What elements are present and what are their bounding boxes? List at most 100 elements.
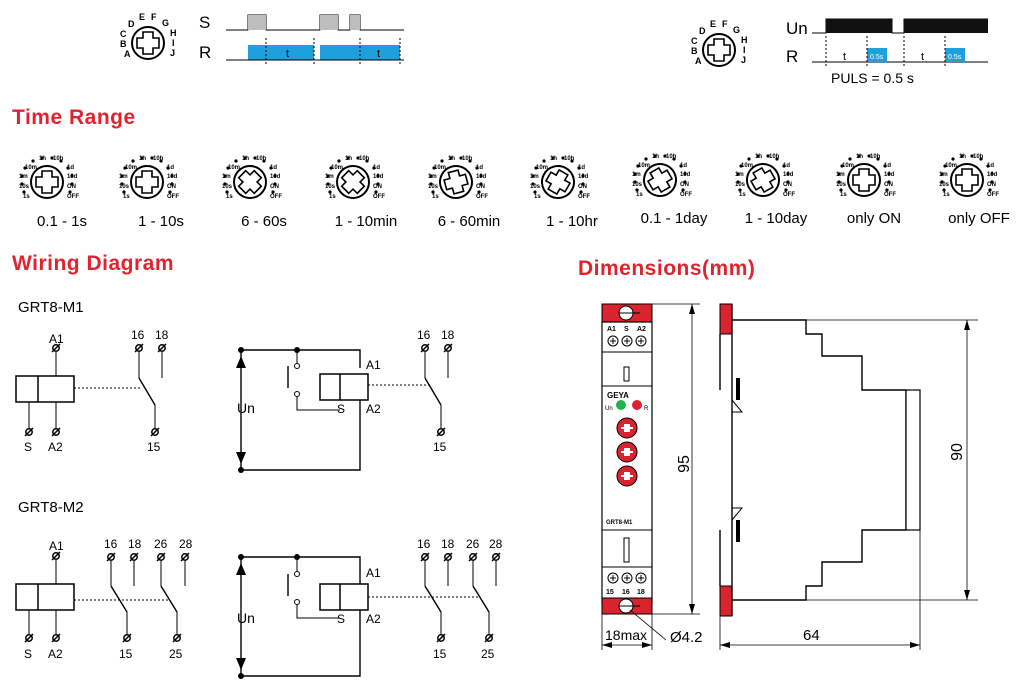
dial-letter: I	[743, 45, 746, 55]
terminal-s-label: S	[337, 402, 345, 416]
dial-scale-label: 10h	[973, 154, 984, 160]
bottom-terminal-label: 18	[637, 589, 645, 596]
timing-diagram-left: A B C D E F G H I J S R t t	[120, 12, 404, 64]
dial-scale-label: 1m	[939, 172, 948, 178]
dial-scale-label: 10m	[434, 165, 446, 171]
dial-scale-label: 10d	[373, 174, 384, 180]
dial-letter: C	[120, 29, 127, 39]
dial-scale-label: 10d	[987, 172, 998, 178]
dial-letter: B	[691, 46, 698, 56]
r-output-bar	[248, 45, 314, 60]
dimensions-heading: Dimensions(mm)	[578, 257, 756, 280]
dial-scale-label: 10s	[325, 184, 336, 190]
dial-scale-label: 10s	[735, 182, 746, 188]
dial-letter: G	[162, 18, 169, 28]
dim-64: 64	[803, 627, 820, 644]
pulse-value: 0.5s	[948, 54, 962, 61]
dial-scale-label: 10m	[536, 165, 548, 171]
model-label-m2: GRT8-M2	[18, 499, 84, 516]
s-pulse	[248, 15, 266, 30]
dial-scale-label: 1d	[67, 165, 74, 171]
dial-letter: J	[741, 55, 746, 65]
dial-letter: H	[741, 35, 748, 45]
dial-scale-label: ON	[783, 182, 792, 188]
terminal-15-label: 15	[119, 647, 133, 661]
dial-scale-label: 10m	[125, 165, 137, 171]
terminal-a2-label: A2	[48, 647, 63, 661]
dial-scale-label: ON	[680, 182, 689, 188]
dial-scale-label: 1d	[476, 165, 483, 171]
t-label: t	[843, 51, 846, 63]
time-range-heading: Time Range	[12, 106, 136, 129]
dial-scale-label: OFF	[270, 194, 282, 200]
dial-scale-label: 1d	[680, 163, 687, 169]
dial-scale-label: 10d	[167, 174, 178, 180]
switch-contact	[138, 377, 156, 406]
terminal-26-label: 26	[466, 537, 480, 551]
dial-scale-label: 1h	[652, 154, 659, 160]
terminal-18-label: 18	[441, 328, 455, 342]
dial-scale-label: 1s	[226, 194, 233, 200]
range-label-6: 1 - 10hr	[546, 213, 598, 230]
model-label-m1: GRT8-M1	[18, 299, 84, 316]
terminal-a2-label: A2	[48, 440, 63, 454]
dial-scale-label: 1h	[39, 156, 46, 162]
dial-scale-label: OFF	[884, 192, 896, 198]
dial-scale-label: 10s	[119, 184, 130, 190]
dial-scale-label: 1s	[840, 192, 847, 198]
terminal-16-label: 16	[104, 537, 118, 551]
dial-scale-label: 1m	[19, 174, 28, 180]
dial-scale-label: 10h	[666, 154, 677, 160]
dial-scale-label: 1m	[428, 174, 437, 180]
dial-scale-label: 1m	[222, 174, 231, 180]
dial-scale-label: OFF	[476, 194, 488, 200]
dial-letter: E	[139, 12, 145, 22]
un-power-bar	[904, 19, 988, 33]
dial-scale-label: 10s	[19, 184, 30, 190]
terminal-a2-label: A2	[366, 612, 381, 626]
dial-scale-label: 10s	[939, 182, 950, 188]
dial-scale-label: ON	[67, 184, 76, 190]
bottom-terminal-label: 15	[606, 589, 614, 596]
range-label-7: 0.1 - 1day	[640, 210, 708, 227]
dial-scale-label: OFF	[373, 194, 385, 200]
relay-coil	[15, 375, 75, 403]
dial-scale-label: ON	[476, 184, 485, 190]
dial-scale-label: ON	[373, 184, 382, 190]
dial-scale-label: 1d	[270, 165, 277, 171]
range-label-5: 6 - 60min	[437, 213, 501, 230]
terminal-15-label: 15	[433, 647, 447, 661]
led-un-label: Un	[605, 406, 613, 412]
un-power-bar	[826, 19, 892, 33]
dim-90: 90	[949, 443, 966, 461]
dial-scale-label: 10m	[228, 165, 240, 171]
dial-scale-label: 1d	[783, 163, 790, 169]
terminal-16-label: 16	[131, 328, 145, 342]
terminal-a1-label: A1	[49, 332, 64, 346]
dial-scale-label: 1h	[448, 156, 455, 162]
dim-95: 95	[676, 455, 693, 473]
dial-scale-label: OFF	[67, 194, 79, 200]
dial-scale-label: 10m	[741, 163, 753, 169]
device-model: GRT8-M1	[606, 520, 633, 526]
relay-coil	[15, 583, 75, 611]
dial-scale-label: ON	[167, 184, 176, 190]
top-terminal-label: S	[624, 326, 629, 333]
device-brand: GEYA	[607, 391, 629, 400]
dim-hole: Ø4.2	[670, 629, 703, 646]
terminal-16-label: 16	[417, 537, 431, 551]
dial-scale-label: 10h	[870, 154, 881, 160]
terminal-18-label: 18	[155, 328, 169, 342]
dial-scale-label: 10s	[428, 184, 439, 190]
dial-scale-label: 10d	[783, 172, 794, 178]
dial-scale-label: 10d	[884, 172, 895, 178]
dial-scale-label: 10s	[836, 182, 847, 188]
dial-scale-label: 1m	[836, 172, 845, 178]
t-label: t	[377, 48, 380, 60]
